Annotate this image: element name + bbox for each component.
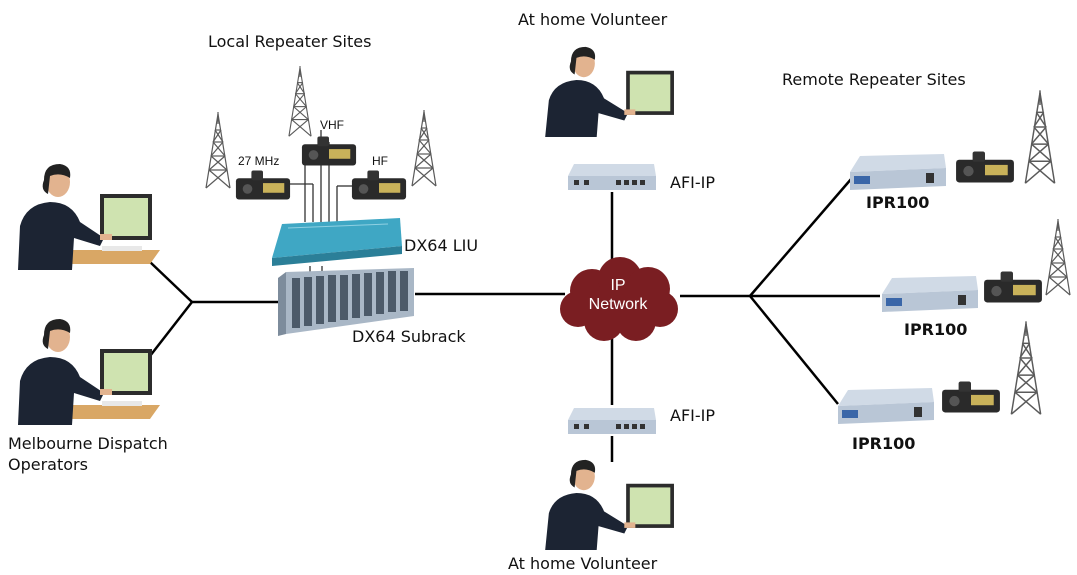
operator-icon	[545, 459, 674, 550]
transceiver-radio-icon	[301, 136, 357, 166]
afi-ip-bottom-label: AFI-IP	[670, 406, 716, 425]
remote-repeater-sites-title: Remote Repeater Sites	[782, 70, 966, 89]
radio-tower-icon	[411, 110, 437, 187]
ipr100-router-2	[882, 276, 978, 312]
transceiver-radio-icon	[235, 170, 291, 200]
transceiver-radio-icon	[956, 151, 1014, 183]
afi-ip-top-label: AFI-IP	[670, 173, 716, 192]
transceiver-radio-icon	[984, 271, 1042, 303]
freq-hf-label: HF	[372, 154, 388, 168]
local-repeater-sites-title: Local Repeater Sites	[208, 32, 372, 51]
operator-icon	[18, 319, 160, 425]
ipr100-router-1	[850, 154, 946, 190]
ip-network-line2: Network	[588, 296, 648, 313]
dx64-liu-label: DX64 LIU	[404, 236, 479, 255]
dispatch-line1: Melbourne Dispatch	[8, 434, 168, 453]
operator-icon	[545, 46, 674, 137]
dx64-subrack-device	[278, 268, 414, 336]
radio-tower-icon	[288, 66, 312, 137]
afi-ip-router-top	[568, 164, 656, 190]
at-home-volunteer-top-title: At home Volunteer	[518, 10, 668, 29]
afi-ip-router-bottom	[568, 408, 656, 434]
dx64-liu-device	[272, 218, 402, 266]
ipr100-router-3	[838, 388, 934, 424]
operator-icon	[18, 164, 160, 270]
radio-tower-icon	[205, 112, 231, 189]
at-home-volunteer-bottom-title: At home Volunteer	[508, 554, 658, 573]
ipr100-1-label: IPR100	[866, 193, 930, 212]
radio-tower-icon	[1045, 219, 1071, 296]
radio-tower-icon	[1010, 321, 1042, 415]
dispatch-operators-label: Melbourne Dispatch Operators	[8, 433, 168, 475]
freq-27mhz-label: 27 MHz	[238, 154, 280, 168]
dispatch-line2: Operators	[8, 455, 88, 474]
transceiver-radio-icon	[942, 381, 1000, 413]
freq-vhf-label: VHF	[320, 118, 344, 132]
transceiver-radio-icon	[351, 170, 407, 200]
radio-tower-icon	[1024, 90, 1056, 184]
cloud-icon	[560, 257, 678, 341]
ip-network-label: IP Network	[570, 276, 666, 314]
ip-network-line1: IP	[610, 277, 626, 294]
ipr100-2-label: IPR100	[904, 320, 968, 339]
ipr100-3-label: IPR100	[852, 434, 916, 453]
dx64-subrack-label: DX64 Subrack	[352, 327, 466, 346]
